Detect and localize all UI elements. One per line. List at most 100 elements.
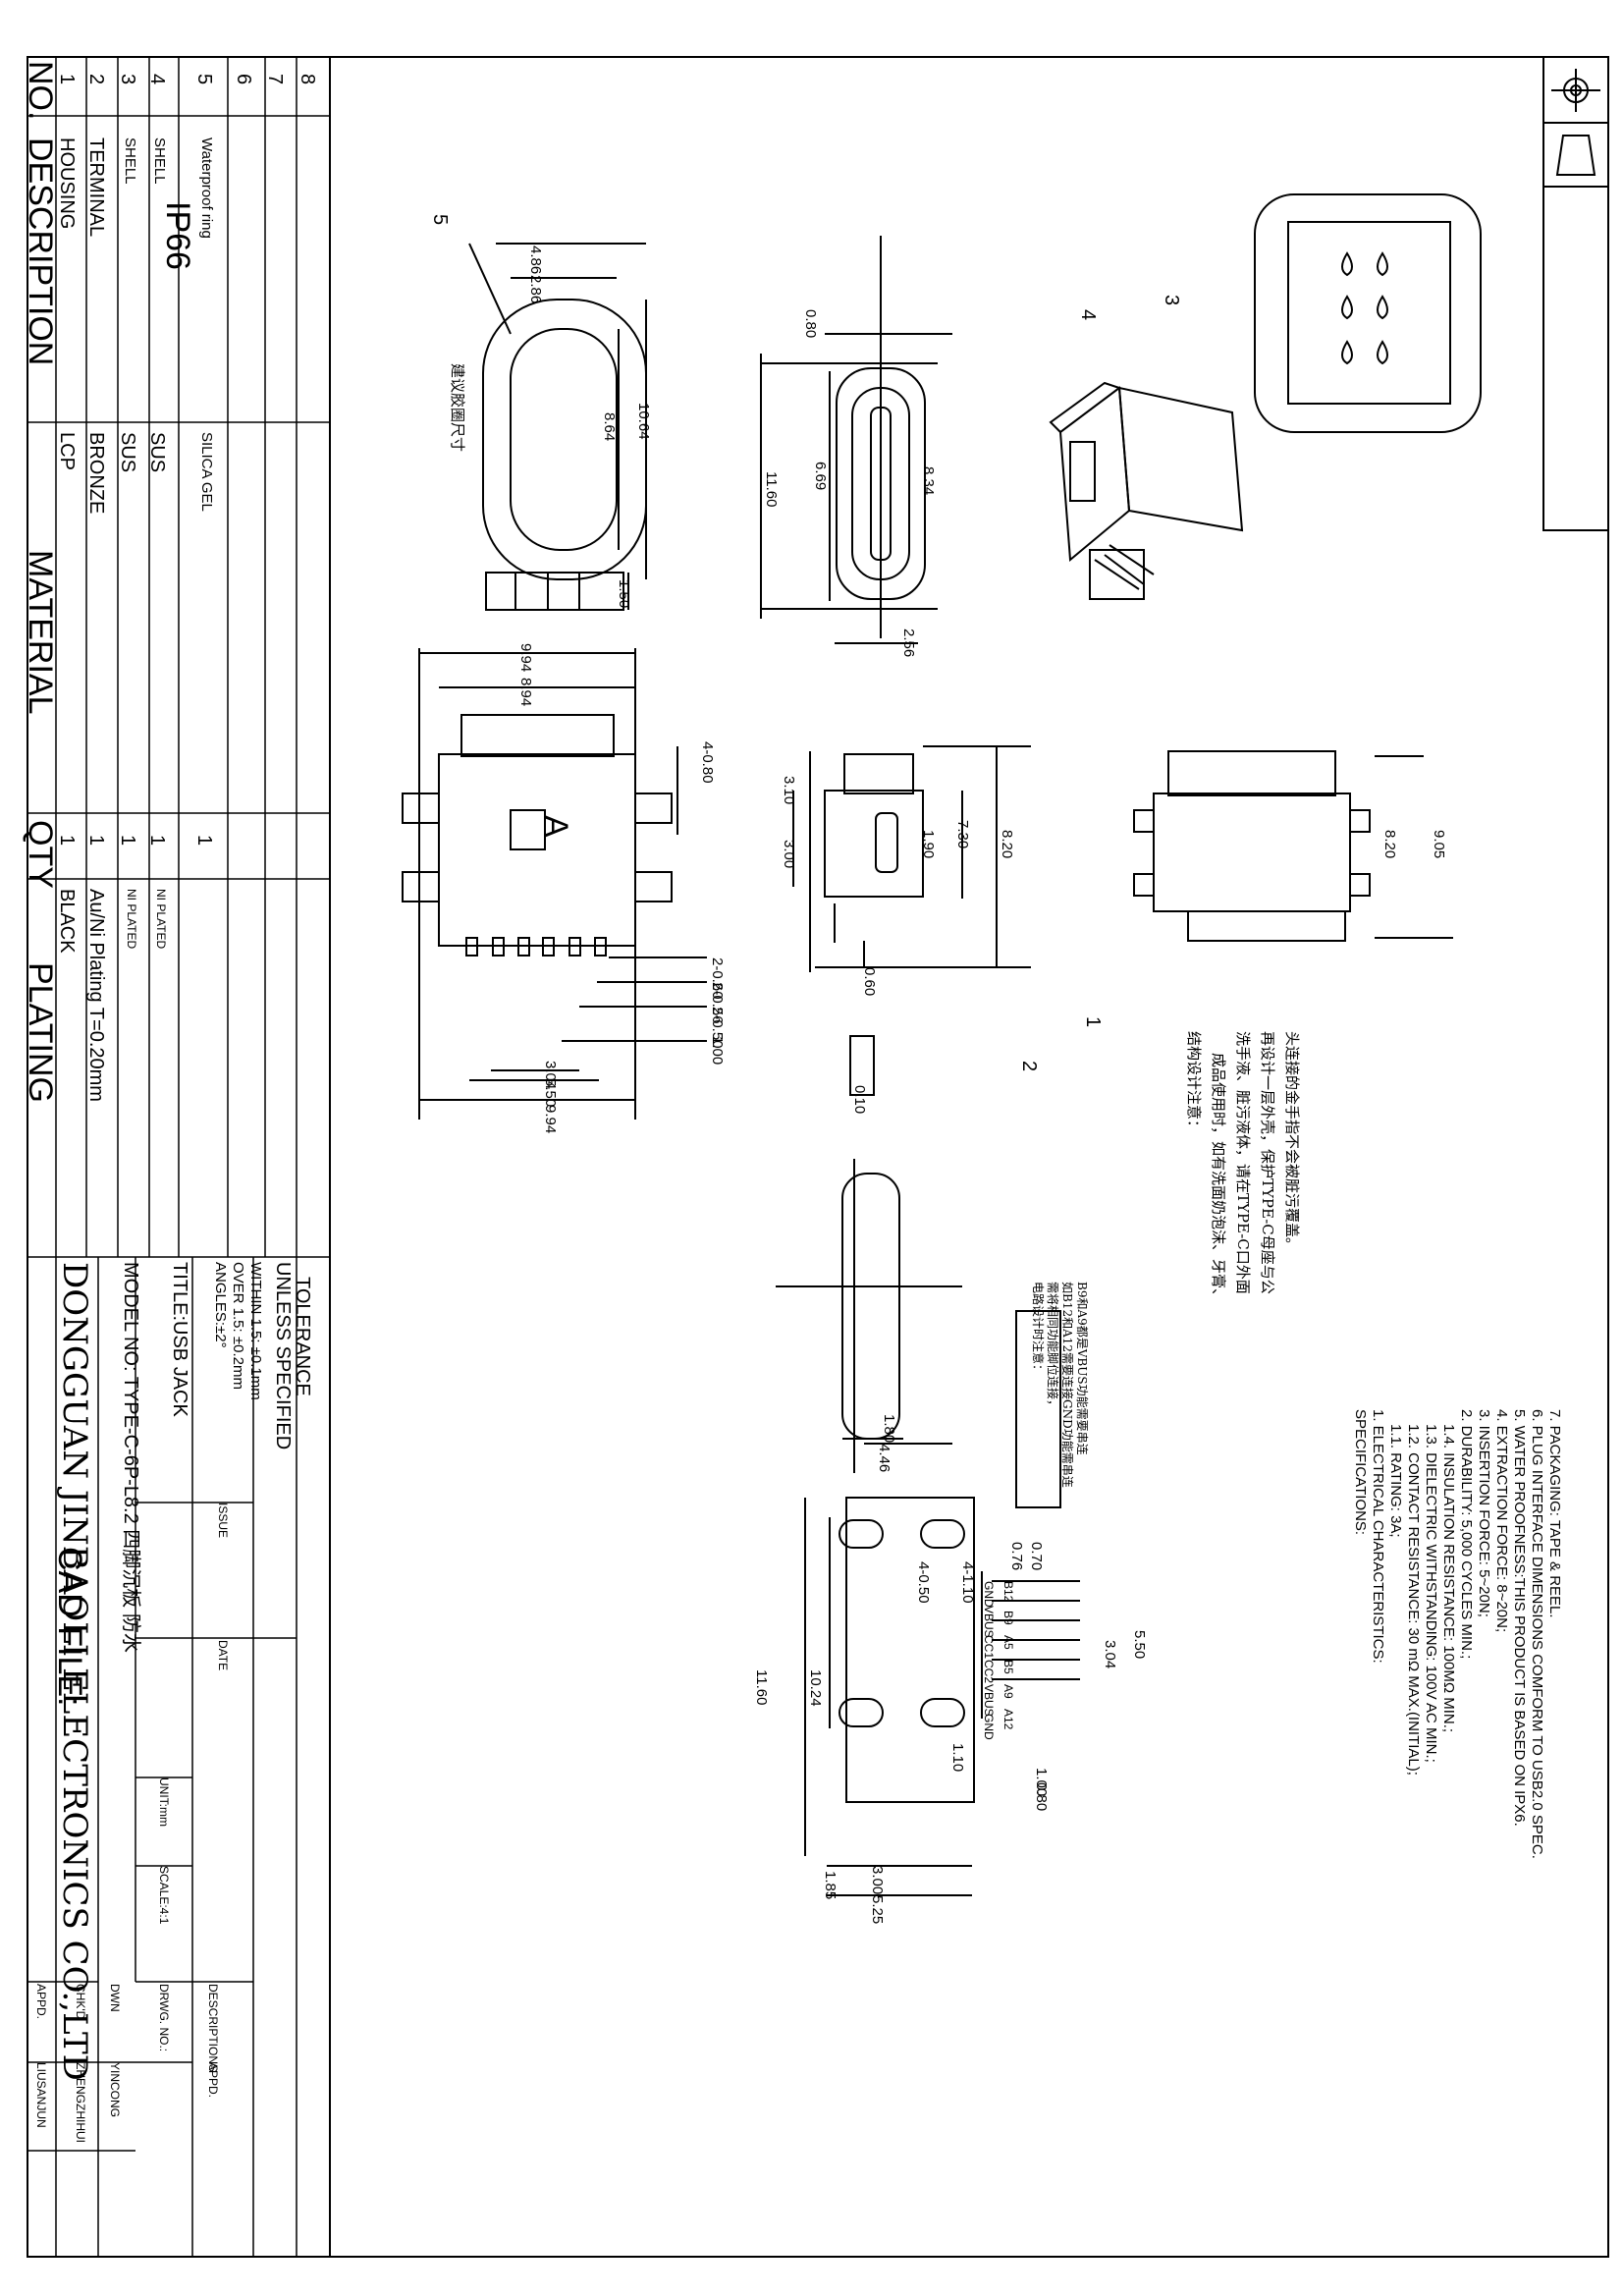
- dim-pin4: 1.00: [709, 1036, 726, 1066]
- dim-pcb-n: 5.25: [869, 1895, 886, 1925]
- issue-label: ISSUE: [216, 1503, 230, 1539]
- right-view-drawing: [1133, 750, 1453, 942]
- bom-row-3-material: SUS: [117, 432, 138, 473]
- dim-mid-e: 8.20: [999, 830, 1015, 859]
- dim-side-w: 2.56: [900, 629, 917, 658]
- spec-8: 4. EXTRACTION FORCE: 8~20N;: [1493, 1409, 1510, 1633]
- bom-header-plating: PLATING: [22, 962, 59, 1103]
- bom-row-4-description: SHELL: [151, 137, 168, 185]
- spec-6: 2. DURABILITY: 5,000 CYCLES MIN.;: [1458, 1409, 1475, 1660]
- bom-row-4-no: 4: [146, 74, 168, 85]
- design-note-3: 再设计一层外壳，保护TYPE-C母座与公: [1259, 1031, 1276, 1294]
- balloon-5: 5: [429, 214, 451, 226]
- pin-top-4: CC2: [982, 1660, 996, 1684]
- dim-fl-b: 4.46: [876, 1444, 893, 1473]
- spec-2: 1.1. RATING: 3A;: [1387, 1424, 1404, 1538]
- tolerance-within: WITHIN 1.5: ±0.1mm: [247, 1262, 264, 1400]
- dim-mid-c: 1.90: [920, 830, 937, 859]
- spec-7: 3. INSERTION FORCE: 5~20N;: [1476, 1409, 1492, 1617]
- pin-bot-4: B5: [1001, 1660, 1015, 1674]
- dim-top-w2: 8.94: [517, 678, 534, 707]
- bom-row-3-no: 3: [117, 74, 138, 85]
- spec-9: 5. WATER PROOFNESS:THIS PRODUCT IS BASED…: [1511, 1409, 1528, 1827]
- circuit-note-0: 电路设计时注意：: [1031, 1282, 1045, 1377]
- bom-row-1-no: 1: [56, 74, 78, 85]
- dim-mid-a: 3.10: [781, 776, 797, 805]
- bom-row-2-no: 2: [85, 74, 107, 85]
- ip66-badge: [1254, 193, 1482, 433]
- flatness-view-drawing: [776, 1035, 962, 1473]
- date-label: DATE: [216, 1640, 230, 1671]
- appd-top-label: APPD.: [206, 2062, 220, 2099]
- dim-mid-d: 7.30: [954, 820, 971, 849]
- bom-row-7-no: 7: [264, 74, 286, 85]
- bom-row-4-material: SUS: [146, 432, 168, 473]
- pin-bot-1: B12: [1001, 1581, 1015, 1603]
- bom-row-3-qty: 1: [117, 835, 138, 847]
- bom-header-no: NO.: [22, 61, 59, 121]
- design-note-4: 头连接的金手指不会被脏污覆盖。: [1283, 1031, 1301, 1253]
- dim-side-top: 0.80: [802, 309, 819, 339]
- dim-fl-a: 1.80: [881, 1414, 897, 1444]
- dim-side-h1: 11.60: [763, 471, 780, 508]
- projection-symbol: [1551, 69, 1600, 176]
- bom-row-2-plating: Au/Ni Plating T=0.20mm: [85, 889, 107, 1102]
- chkd-name: ZHENGZHIHUI: [74, 2062, 87, 2143]
- pcb-footprint-drawing: [804, 1310, 1080, 1896]
- side-view-drawing: [760, 236, 952, 644]
- tolerance-2: UNLESS SPECIFIED: [272, 1262, 294, 1450]
- company-name: DONGGUAN JINBAOLI ELECTRONICS CO.,LTD: [55, 1262, 94, 2081]
- sheet-frame: [27, 56, 1609, 2258]
- bom-row-3-plating: NI PLATED: [125, 889, 138, 950]
- dim-ring-width: 4.86: [527, 246, 544, 275]
- spec-3: 1.2. CONTACT RESISTANCE: 30 mΩ MAX.(INIT…: [1405, 1424, 1422, 1776]
- spec-0: SPECIFICATIONS:: [1352, 1409, 1369, 1536]
- pin-top-2: VBUS: [982, 1606, 996, 1638]
- drwg-no-label: DRWG. NO.:: [157, 1984, 171, 2052]
- design-note-0: 结构设计注意：: [1185, 1031, 1203, 1135]
- pin-top-5: VBUS: [982, 1684, 996, 1717]
- bom-header-qty: QTY: [22, 820, 59, 889]
- design-note-2: 洗手液、脏污液体，请在TYPE-C口外面: [1234, 1031, 1252, 1294]
- bom-row-2-material: BRONZE: [85, 432, 107, 515]
- bom-row-8-no: 8: [297, 74, 318, 85]
- chkd-label: CHK'D: [74, 1984, 87, 2020]
- dim-pcb-i: 1.10: [949, 1743, 966, 1773]
- bom-table-lines: [27, 57, 330, 2257]
- dim-bottom-w: 9.94: [542, 1105, 559, 1134]
- drawing-title: TITLE:USB JACK: [169, 1262, 190, 1417]
- waterproof-ring-view: [468, 243, 647, 611]
- bom-row-6-no: 6: [233, 74, 254, 85]
- bom-row-2-qty: 1: [85, 835, 107, 847]
- circuit-note-1: 需将相同功能脚位连接，: [1046, 1282, 1059, 1412]
- dim-pcb-g: 11.60: [753, 1669, 770, 1706]
- dim-pcb-b: 0.76: [1008, 1542, 1025, 1571]
- dim-mid-f: 0.60: [861, 967, 878, 997]
- pin-top-1: GND: [982, 1581, 996, 1608]
- spec-10: 6. PLUG INTERFACE DIMENSIONS COMFORM TO …: [1529, 1409, 1545, 1859]
- pin-top-3: CC1: [982, 1635, 996, 1660]
- circuit-note-2: 如B12和A12需要连接GND功能需串连: [1060, 1282, 1074, 1488]
- unit-label: UNIT:mm: [157, 1777, 171, 1827]
- pin-bot-2: B9: [1001, 1611, 1015, 1625]
- top-view-drawing: [402, 648, 707, 1120]
- bom-header-description: DESCRIPTION: [22, 137, 59, 366]
- model-number: MODEL NO: TYPE-C-6P-L8.2 四脚沉板 防水: [120, 1262, 141, 1653]
- ring-note: 建议胶圈尺寸: [449, 363, 466, 453]
- dim-pcb-f: 3.04: [1102, 1640, 1118, 1669]
- appd-name: LIUSANJUN: [34, 2062, 48, 2128]
- bom-row-5-description: Waterproof ring: [198, 137, 215, 239]
- dim-side-h2: 6.69: [812, 462, 829, 491]
- bom-row-1-material: LCP: [56, 432, 78, 470]
- dim-mid-b: 3.00: [781, 840, 797, 869]
- pin-bot-6: A12: [1001, 1709, 1015, 1730]
- dim-pcb-m: 3.00: [869, 1866, 886, 1895]
- design-note-1: 成品使用时，如有洗面奶泡沫、牙膏、: [1210, 1053, 1227, 1304]
- dim-r-a: 8.20: [1381, 830, 1398, 859]
- dim-pcb-h: 10.24: [807, 1669, 824, 1707]
- dim-pcb-k: 0.80: [1033, 1782, 1050, 1812]
- pin-bot-5: A9: [1001, 1684, 1015, 1699]
- bom-row-1-qty: 1: [56, 835, 78, 847]
- dim-pcb-a: 0.70: [1028, 1542, 1045, 1571]
